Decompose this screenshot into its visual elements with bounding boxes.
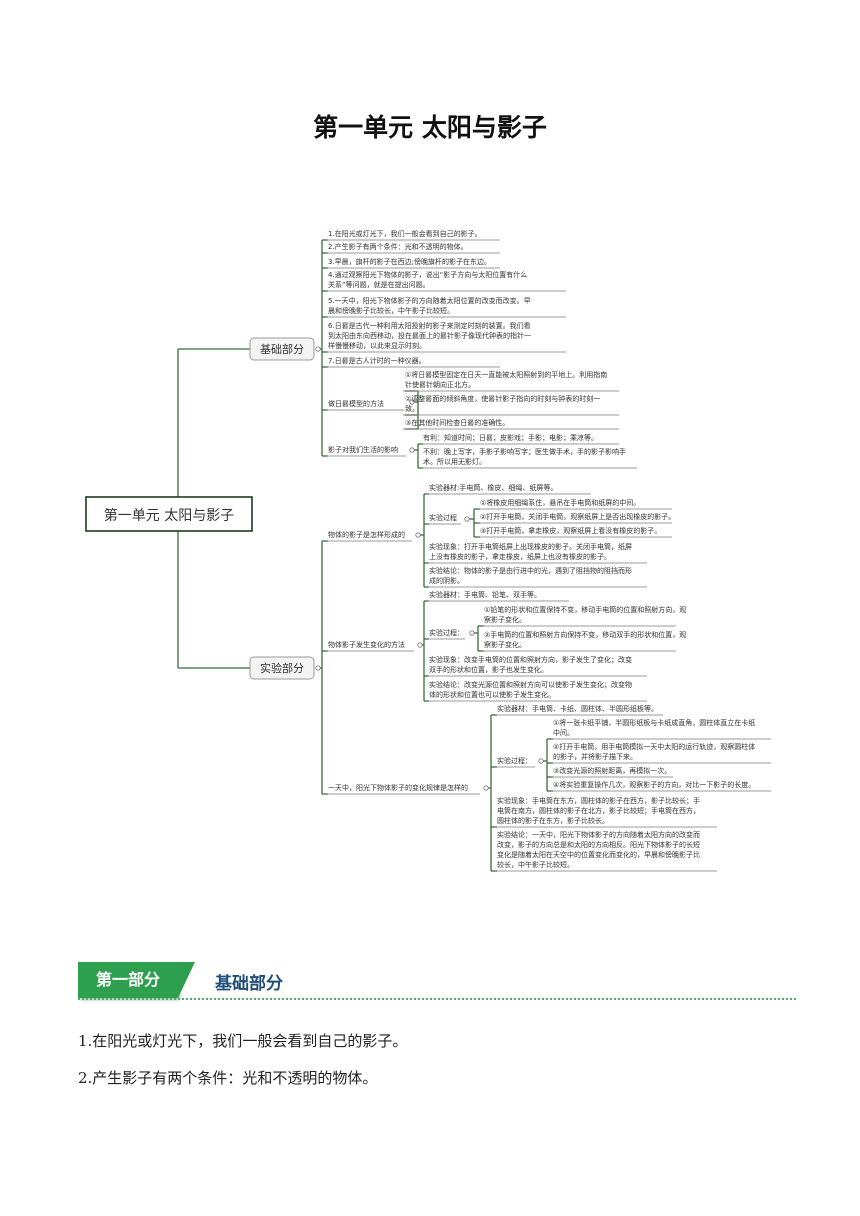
section-banner: 第一部分 xyxy=(78,962,195,998)
formed-dot xyxy=(415,532,421,538)
influence-label: 影子对我们生活的影响 xyxy=(328,445,398,454)
basic-item-7: 7.日晷是古人计时的一种仪器。 xyxy=(328,356,426,365)
influence-item-2: 不利：晚上写字，手影子影响写字；医生做手术，手的影子影响手术。所以用无影灯。 xyxy=(423,447,626,466)
sundial-label: 做日晷模型的方法 xyxy=(328,399,384,408)
formed-label: 物体的影子是怎样形成的 xyxy=(328,530,405,539)
basic-item-5: 5.一天中，阳光下物体影子的方向随着太阳位置的改变而改变。早晨和傍晚影子比较长，… xyxy=(328,296,531,315)
change-material: 实验器材：手电筒、铅笔、双手等。 xyxy=(429,590,541,599)
influence-dot xyxy=(409,447,415,453)
branch-basic-dot xyxy=(315,346,321,352)
change-label: 物体影子发生变化的方法 xyxy=(328,640,405,649)
body-line-2: 2.产生影子有两个条件：光和不透明的物体。 xyxy=(78,1069,378,1087)
root-node xyxy=(85,496,253,532)
branch-exp-dot xyxy=(315,665,321,671)
formed-process-2: ②打开手电筒，关闭手电筒，观察纸屏上是否出现橡皮的影子。 xyxy=(480,512,675,521)
formed-process-3: ③打开手电筒，拿走橡皮，观察纸屏上看没有橡皮的影子。 xyxy=(480,526,661,535)
change-process-1: ①铅笔的形状和位置保持不变，移动手电筒的位置和照射方向，观察影子变化。 xyxy=(484,605,686,624)
body-line-1: 1.在阳光或灯光下，我们一般会看到自己的影子。 xyxy=(78,1032,408,1050)
basic-item-1: 1.在阳光或灯光下，我们一般会看到自己的影子。 xyxy=(328,229,482,238)
sundial-item-1: ①将日晷模型固定在日天一直能被太阳照射到的平地上。利用指南针使晷针朝向正北方。 xyxy=(405,370,607,389)
basic-item-4: 4.通过观察阳光下物体的影子，说出“影子方向与太阳位置有什么关系”等问题，就是在… xyxy=(328,270,527,289)
formed-conclusion: 实验结论：物体的影子是由行进中的光，遇到了阻挡物的阻挡而形成的阴影。 xyxy=(429,566,632,585)
branch-exp-node xyxy=(249,656,315,680)
change-process-label: 实验过程： xyxy=(429,628,464,637)
change-process-2: ②手电筒的位置和照射方向保持不变，移动双手的形状和位置，观察影子变化。 xyxy=(484,630,686,649)
formed-phenomenon: 实验现象：打开手电筒纸屏上出现橡皮的影子。关闭手电筒，纸屏上没有橡皮的影子，拿走… xyxy=(429,542,632,561)
day-process-label: 实验过程： xyxy=(497,756,532,765)
change-dot xyxy=(417,642,423,648)
influence-item-1: 有利：知道时间；日晷；皮影戏；手影；电影；乘凉等。 xyxy=(423,433,598,442)
section-tag-tail xyxy=(178,962,195,998)
branch-exp-label: 实验部分 xyxy=(260,661,304,675)
day-process-2: ②打开手电筒，用手电筒模拟一天中太阳的运行轨迹，观察圆柱体的影子，并将影子描下来… xyxy=(553,742,755,761)
sundial-dot xyxy=(409,399,415,405)
day-process-dot xyxy=(538,758,544,764)
section-divider xyxy=(78,998,796,1000)
day-process-3: ③改变光源的照射距离，再模拟一次。 xyxy=(553,766,671,775)
day-process-4: ④将实验重复操作几次，观察影子的方向，对比一下影子的长度。 xyxy=(553,780,755,789)
day-process-1: ①将一张卡纸平铺，半圆形纸板与卡纸成直角，圆柱体直立在卡纸中间。 xyxy=(553,718,755,737)
change-conclusion: 实验结论：改变光源位置和照射方向可以使影子发生变化；改变物体的形状和位置也可以使… xyxy=(429,680,632,699)
day-material: 实验器材：手电筒、卡纸、圆柱体、半圆形纸板等。 xyxy=(497,704,658,713)
root-node-label: 第一单元 太阳与影子 xyxy=(104,507,234,524)
formed-process-1: ①将橡皮用细绳系住，悬吊在手电筒和纸屏的中间。 xyxy=(480,498,640,507)
change-process-dot xyxy=(469,630,475,636)
section-tag: 第一部分 xyxy=(78,962,178,998)
day-dot xyxy=(483,785,489,791)
day-conclusion: 实验结论：一天中，阳光下物体影子的方向随着太阳方向的改变而改变，影子的方向总是和… xyxy=(497,830,700,869)
sundial-item-2: ②调整晷面的倾斜角度，使晷针影子指向的时刻与钟表的时刻一致。 xyxy=(405,394,600,413)
page-title: 第一单元 太阳与影子 xyxy=(313,113,547,142)
formed-material: 实验器材:手电筒、橡皮、细绳、纸屏等。 xyxy=(429,483,557,492)
sundial-item-3: ③在其他时间检查日晷的准确性。 xyxy=(405,418,509,427)
day-phenomenon: 实验现象：手电筒在东方，圆柱体的影子在西方，影子比较长；手电筒在南方，圆柱体的影… xyxy=(497,796,700,825)
branch-basic-node xyxy=(249,337,315,361)
basic-item-2: 2.产生影子有两个条件：光和不透明的物体。 xyxy=(328,242,468,251)
day-label: 一天中，阳光下物体影子的变化规律是怎样的 xyxy=(328,783,468,792)
formed-process-label: 实验过程 xyxy=(429,513,457,522)
basic-item-3: 3.早晨，旗杆的影子在西边;傍晚旗杆的影子在东边。 xyxy=(328,257,491,266)
formed-process-dot xyxy=(464,516,470,522)
section-heading: 基础部分 xyxy=(215,974,283,994)
change-phenomenon: 实验现象：改变手电筒的位置和照射方向，影子发生了变化；改变双手的形状和位置，影子… xyxy=(429,655,632,674)
branch-basic-label: 基础部分 xyxy=(260,342,304,356)
basic-item-6: 6.日晷是古代一种利用太阳投射的影子来测定时刻的装置。我们看到太阳由东向西移动，… xyxy=(328,321,531,350)
